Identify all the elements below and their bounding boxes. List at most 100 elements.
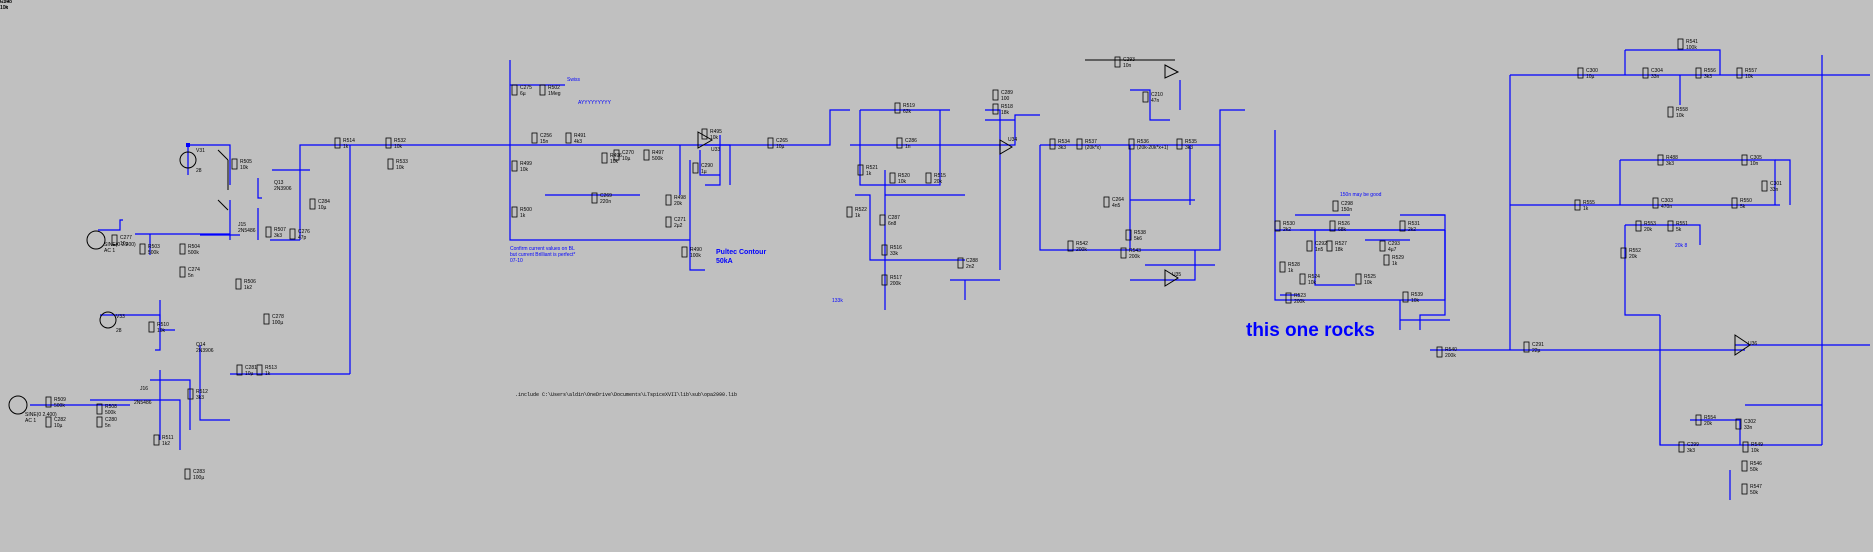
- part-symbol: [1741, 154, 1748, 166]
- part-value: 47n: [1151, 98, 1160, 104]
- part-symbol: [45, 416, 52, 428]
- part-name: R497: [652, 150, 664, 156]
- part-value: 10n: [0, 5, 9, 11]
- part-symbol: [643, 149, 650, 161]
- part-symbol: [1577, 67, 1584, 79]
- part-symbol: [992, 103, 999, 115]
- part-symbol: [879, 214, 886, 226]
- mid-section: [1274, 130, 1450, 330]
- part-symbol: [511, 160, 518, 172]
- part-value: 10k: [0, 5, 9, 11]
- part-value: 500k: [105, 410, 116, 416]
- part-symbol: [1128, 138, 1135, 150]
- part-name: R540: [1445, 347, 1457, 353]
- part-symbol: [1103, 196, 1110, 208]
- part-symbol: [263, 313, 270, 325]
- 150n-note: 150n may be good: [1340, 192, 1382, 198]
- part-value: 500k: [652, 156, 663, 162]
- part-name: C256: [540, 133, 552, 139]
- part-value: 10n: [1750, 161, 1759, 167]
- part-value: 10µ: [1586, 74, 1595, 80]
- part-name: R499: [520, 161, 532, 167]
- part-name: C276: [298, 229, 310, 235]
- part-symbol: [1678, 441, 1685, 453]
- swiss-note: Swiss: [567, 77, 581, 83]
- part-name: R519: [903, 103, 915, 109]
- part-value: 10k: [396, 165, 405, 171]
- input-stage-lower: [8, 145, 351, 450]
- part-name: C270: [622, 150, 634, 156]
- part-symbol: [1274, 220, 1281, 232]
- part-name: C277: [120, 235, 132, 241]
- part-name: C291: [1532, 342, 1544, 348]
- part-symbol: [1652, 197, 1659, 209]
- part-symbol: [1523, 341, 1530, 353]
- part-symbol: [1142, 91, 1149, 103]
- active-devices: Q13 2N3906 J15 2N5486 Q14 2N3906 J16 2N5…: [134, 137, 1757, 406]
- part-symbol: [1741, 483, 1748, 495]
- part-symbol: [1329, 220, 1336, 232]
- part-symbol: [256, 364, 263, 376]
- part-value: 3k3: [196, 395, 204, 401]
- part-name: R553: [1644, 221, 1656, 227]
- part-symbol: [96, 416, 103, 428]
- part-value: 470n: [1661, 204, 1672, 210]
- part-name: R506: [244, 279, 256, 285]
- part-value: 10k: [1364, 280, 1373, 286]
- part-symbol: [1667, 106, 1674, 118]
- part-symbol: [1279, 261, 1286, 273]
- u35-label: U35: [1172, 272, 1181, 278]
- part-name: R546: [1750, 461, 1762, 467]
- part-value: 10k: [1751, 448, 1760, 454]
- part-name: R520: [898, 173, 910, 179]
- confirm-note-2: but current Brilliant is perfect*: [510, 252, 575, 258]
- part-name: R547: [1750, 484, 1762, 490]
- part-value: 1k: [1288, 268, 1294, 274]
- part-name: R534: [1058, 139, 1070, 145]
- part-value: 10k: [1308, 280, 1317, 286]
- u36-label: U36: [1748, 341, 1757, 347]
- part-r537: R537(20k*x): [1076, 138, 1101, 151]
- part-name: R510: [157, 322, 169, 328]
- part-value: 10k: [1411, 298, 1420, 304]
- part-value: 10µ: [54, 423, 63, 429]
- q13-name: Q13: [274, 180, 284, 186]
- input-stage-upper: [86, 143, 320, 255]
- part-symbol: [236, 364, 243, 376]
- pultec-block: [697, 131, 731, 186]
- part-symbol: [1355, 273, 1362, 285]
- part-value: (20k-20k*x+1): [1137, 145, 1169, 151]
- part-name: R551: [1676, 221, 1688, 227]
- q13-value: 2N3906: [274, 186, 292, 192]
- part-name: R505: [240, 159, 252, 165]
